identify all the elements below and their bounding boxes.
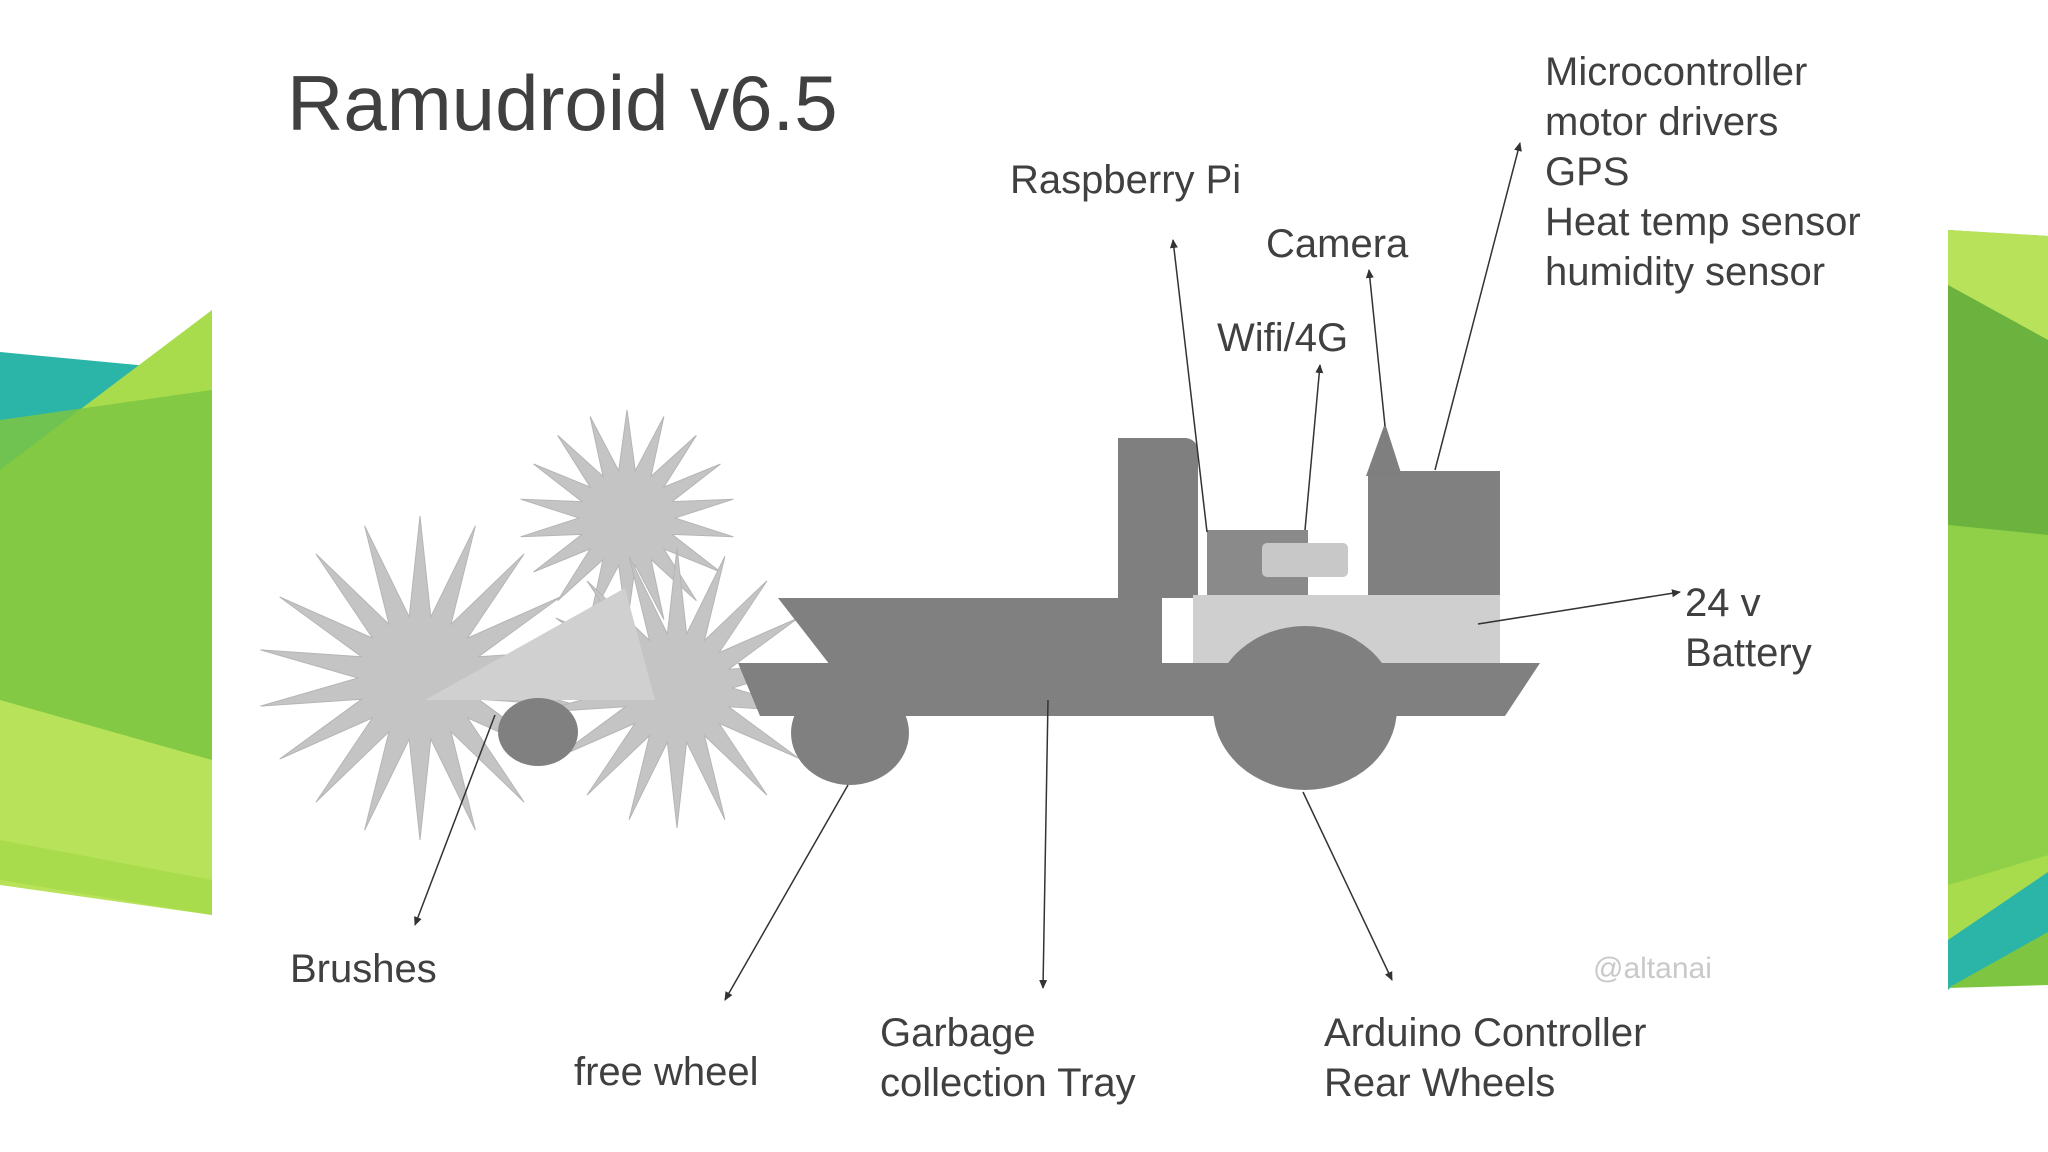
arrow-micro (1434, 142, 1522, 471)
pointer-arrows (414, 142, 1681, 1001)
arrow-rear (1302, 791, 1393, 981)
brush-link (425, 588, 655, 700)
watermark: @altanai (1593, 952, 1712, 985)
brush-group (260, 409, 816, 841)
slide-title: Ramudroid v6.5 (287, 59, 838, 147)
micro-line-1: Microcontroller (1545, 50, 1808, 94)
micro-line-2: motor drivers (1545, 100, 1779, 144)
micro-line-4: Heat temp sensor (1545, 200, 1861, 244)
battery-line-2: Battery (1685, 631, 1812, 675)
rear-line-2: Rear Wheels (1324, 1061, 1556, 1105)
microcontroller-box (1368, 471, 1500, 601)
label-microcontroller: Microcontroller motor drivers GPS Heat t… (1545, 47, 1861, 297)
tray-line-2: collection Tray (880, 1061, 1136, 1105)
rear-wheel (1213, 626, 1397, 790)
arrow-tray (1039, 699, 1049, 989)
label-brushes: Brushes (290, 947, 437, 991)
arrow-wifi (1304, 364, 1324, 531)
brush-left (260, 515, 580, 841)
label-rear-wheels: Arduino Controller Rear Wheels (1324, 1008, 1646, 1108)
brush-top (520, 409, 734, 627)
arrow-raspberry (1169, 239, 1208, 533)
free-wheel (791, 681, 909, 785)
arrow-battery (1477, 589, 1681, 625)
label-garbage-tray: Garbage collection Tray (880, 1008, 1136, 1108)
left-decoration (0, 310, 212, 915)
label-wifi: Wifi/4G (1217, 316, 1349, 360)
label-camera: Camera (1266, 222, 1409, 266)
battery-line-1: 24 v (1685, 581, 1761, 625)
label-battery: 24 v Battery (1685, 578, 1812, 678)
brush-hub (498, 698, 578, 766)
arrow-brushes (414, 714, 496, 926)
right-decoration (1948, 230, 2048, 990)
rear-line-1: Arduino Controller (1324, 1011, 1647, 1055)
micro-line-3: GPS (1545, 150, 1630, 194)
camera-shape (1366, 423, 1402, 476)
wifi-module (1262, 543, 1348, 577)
garbage-tray (778, 598, 1162, 665)
micro-line-5: humidity sensor (1545, 250, 1826, 294)
tray-line-1: Garbage (880, 1011, 1036, 1055)
tray-backplate (1118, 438, 1198, 598)
label-free-wheel: free wheel (574, 1050, 759, 1094)
label-raspberry-pi: Raspberry Pi (1010, 158, 1242, 202)
arrow-free-wheel (724, 784, 849, 1001)
arrow-camera (1365, 269, 1386, 427)
